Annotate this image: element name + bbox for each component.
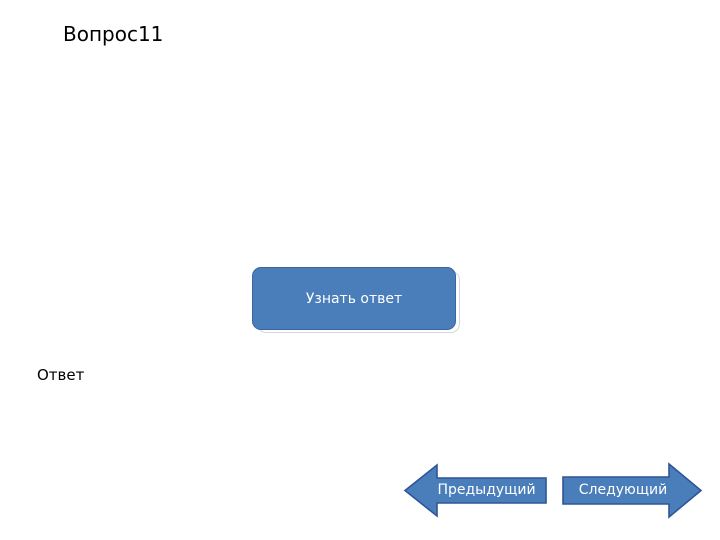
reveal-answer-button-group: Узнать ответ	[252, 267, 460, 335]
next-button[interactable]: Следующий	[561, 461, 703, 521]
reveal-answer-button[interactable]: Узнать ответ	[252, 267, 456, 330]
answer-label: Ответ	[37, 366, 85, 384]
previous-button-label: Предыдущий	[437, 482, 536, 498]
page-title: Вопрос11	[63, 22, 164, 46]
reveal-answer-button-label: Узнать ответ	[305, 290, 403, 307]
previous-button[interactable]: Предыдущий	[403, 461, 548, 521]
next-button-label: Следующий	[578, 482, 668, 498]
arrow-right-icon	[562, 462, 703, 519]
arrow-left-icon	[403, 463, 547, 518]
